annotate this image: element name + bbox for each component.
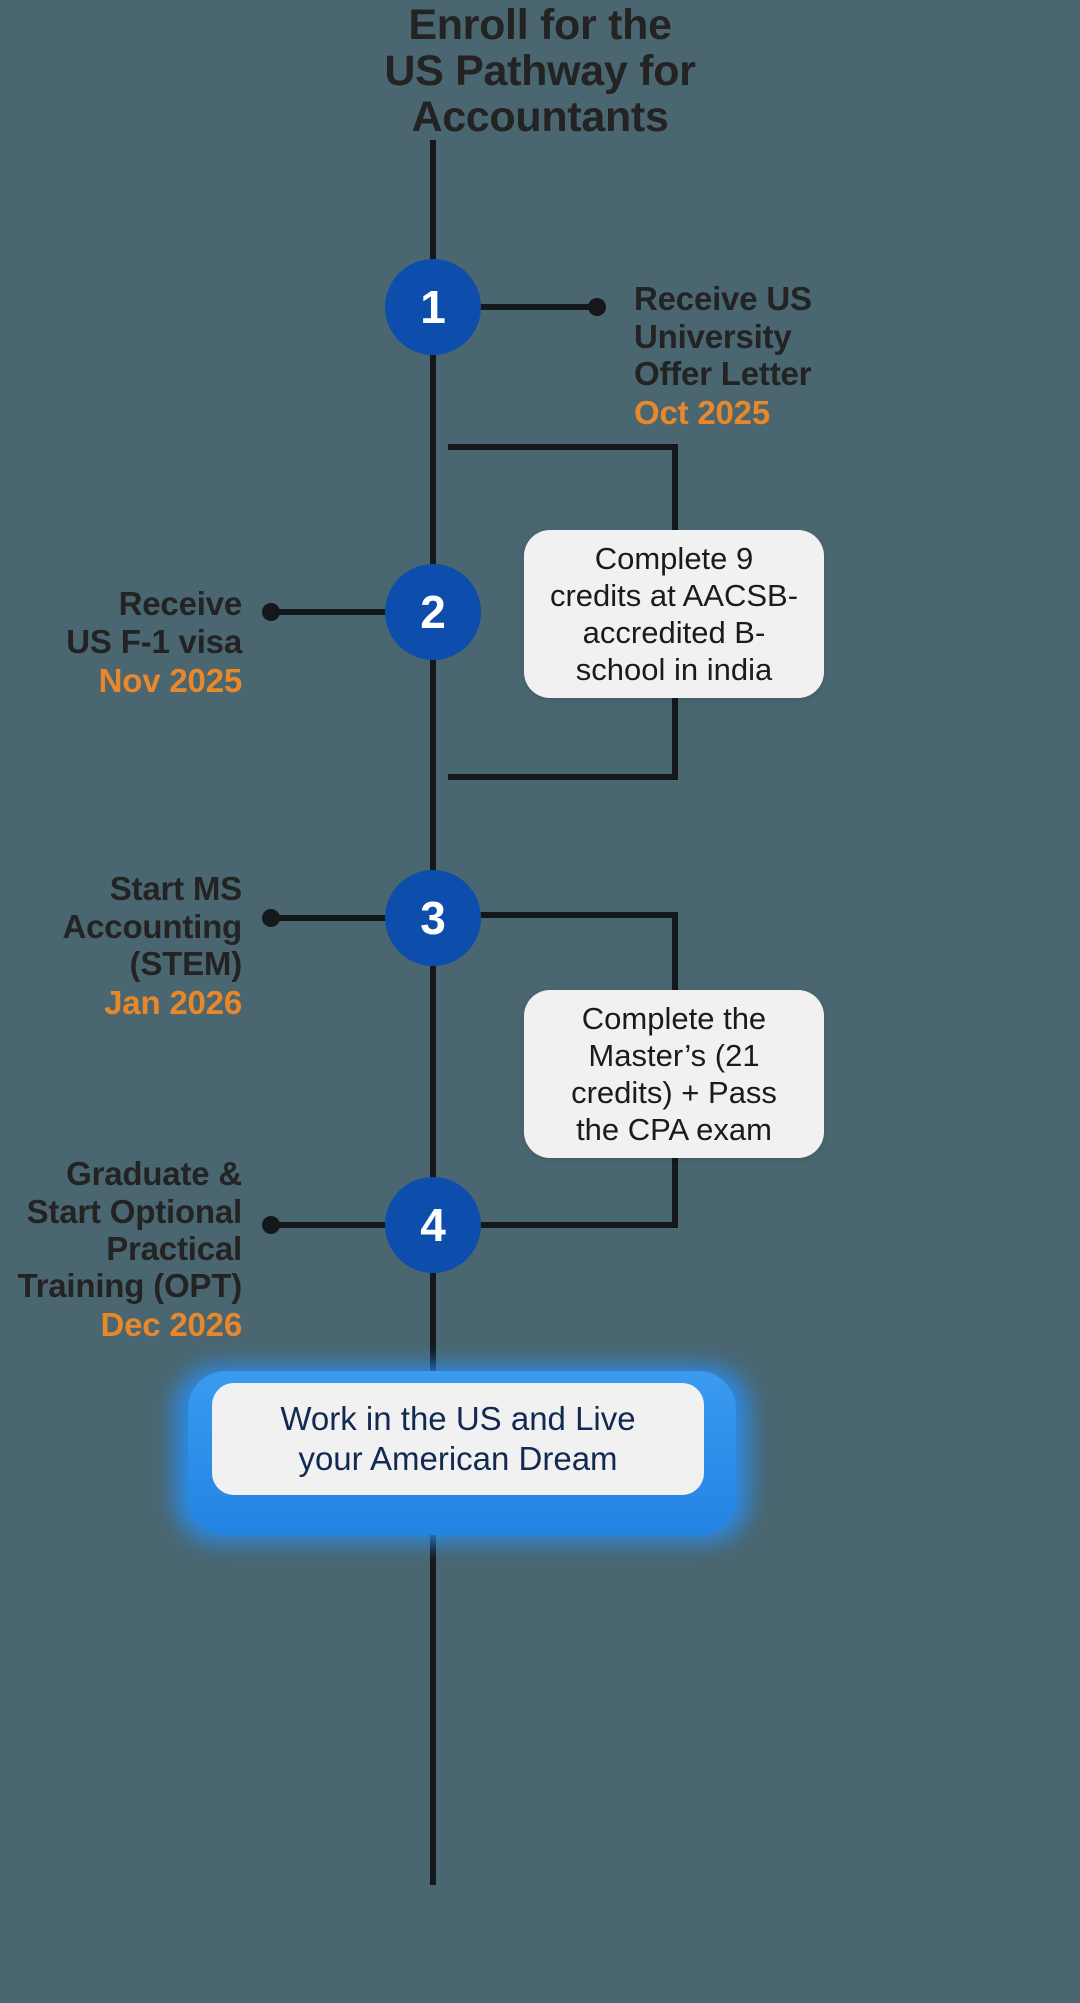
callout-box-1: Complete 9 credits at AACSB- accredited …: [524, 530, 824, 698]
banner-fill: Work in the US and Live your American Dr…: [188, 1371, 736, 1535]
bracket-top-line: [448, 444, 678, 450]
bracket-bottom-line: [448, 1222, 678, 1228]
diagram-title: Enroll for the US Pathway for Accountant…: [384, 1, 696, 141]
step-date-1: Oct 2025: [634, 394, 770, 432]
step-label-4-text: Graduate & Start Optional Practical Trai…: [17, 1155, 242, 1305]
outcome-banner: Work in the US and Live your American Dr…: [168, 1355, 756, 1555]
connector-dot-step-4: [262, 1216, 280, 1234]
banner-text: Work in the US and Live your American Dr…: [212, 1383, 704, 1495]
step-date-2: Nov 2025: [98, 661, 243, 699]
step-node-2[interactable]: 2: [385, 564, 481, 660]
step-node-1[interactable]: 1: [385, 259, 481, 355]
connector-line-step-3: [270, 915, 388, 921]
connector-line-step-1: [478, 304, 596, 310]
connector-line-step-2: [270, 609, 388, 615]
step-label-1: Receive US University Offer Letter Oct 2…: [634, 243, 964, 469]
step-date-3: Jan 2026: [104, 984, 242, 1022]
step-label-4: Graduate & Start Optional Practical Trai…: [10, 1118, 242, 1381]
bracket-top-line: [448, 912, 678, 918]
connector-dot-step-3: [262, 909, 280, 927]
step-label-1-text: Receive US University Offer Letter: [634, 280, 812, 392]
connector-dot-step-1: [588, 298, 606, 316]
connector-line-step-4: [270, 1222, 388, 1228]
step-node-4[interactable]: 4: [385, 1177, 481, 1273]
step-label-3: Start MS Accounting (STEM) Jan 2026: [10, 833, 243, 1059]
step-node-3[interactable]: 3: [385, 870, 481, 966]
step-label-2-text: Receive US F-1 visa: [66, 585, 242, 660]
timeline-spine: [430, 140, 436, 1885]
step-date-4: Dec 2026: [100, 1306, 242, 1344]
step-label-3-text: Start MS Accounting (STEM): [62, 870, 243, 982]
callout-box-2: Complete the Master’s (21 credits) + Pas…: [524, 990, 824, 1158]
step-label-2: Receive US F-1 visa Nov 2025: [10, 548, 242, 736]
connector-dot-step-2: [262, 603, 280, 621]
bracket-bottom-line: [448, 774, 678, 780]
